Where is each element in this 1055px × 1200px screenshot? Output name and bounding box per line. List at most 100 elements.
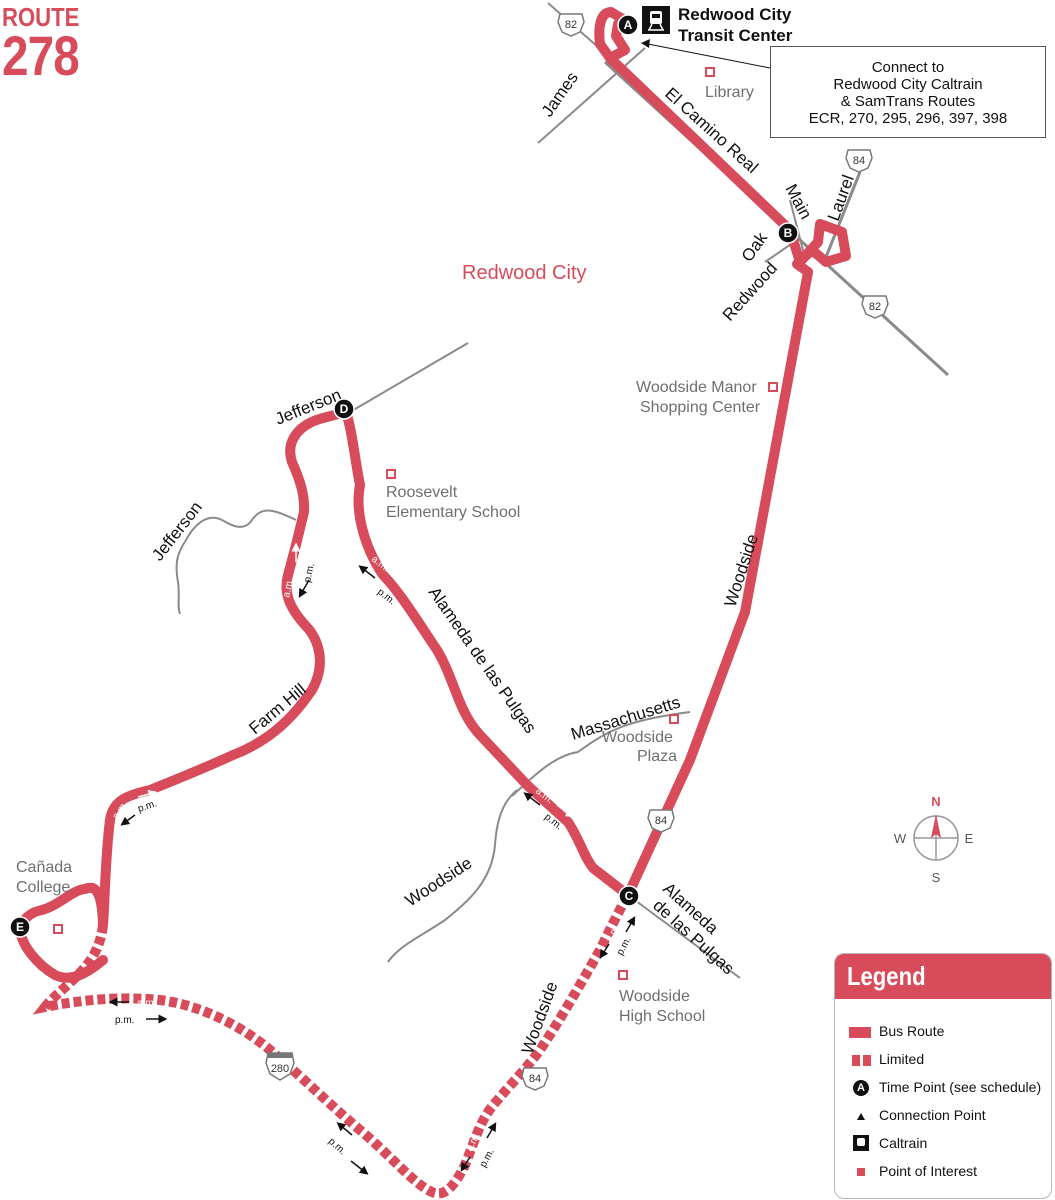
compass-n: N [931, 794, 940, 809]
alameda-south-road [627, 894, 741, 979]
route-alameda [341, 407, 633, 900]
compass-rose: N S E W [894, 794, 974, 885]
compass-s: S [932, 870, 941, 885]
legend-title: Legend [835, 954, 1051, 999]
label-main: Main [781, 181, 815, 222]
massachusetts-road [511, 711, 691, 797]
shields-layer: 82 84 82 84 84 280 [265, 13, 889, 1091]
caltrain-legend-icon [853, 1135, 869, 1151]
svg-text:A: A [624, 18, 633, 32]
canada-poi-icon [53, 924, 63, 934]
library-poi-icon [705, 67, 715, 77]
svg-text:B: B [784, 226, 793, 240]
svg-text:D: D [340, 402, 349, 416]
roosevelt-poi-icon [386, 469, 396, 479]
label-james: James [538, 68, 582, 120]
svg-text:84: 84 [853, 155, 865, 167]
timepoint-d: D [333, 398, 355, 420]
connect-line-2: Redwood City Caltrain [833, 76, 983, 93]
city-label: Redwood City [462, 262, 587, 284]
label-woodside-plaza-1: Woodside [602, 729, 673, 746]
legend-item-bus-route: Bus Route [835, 1020, 1051, 1044]
pm-label-280-west: p.m. [115, 1015, 134, 1026]
label-woodside-plaza-2: Plaza [637, 748, 677, 765]
laurel-hwy84-road [822, 171, 862, 263]
woodside-plaza-poi-icon [669, 714, 679, 724]
label-woodside-lower: Woodside [518, 979, 562, 1056]
label-woodside-manor-1: Woodside Manor [636, 379, 757, 396]
am-label-280-west: a.m. [137, 998, 156, 1009]
svg-text:84: 84 [655, 815, 667, 827]
route-header: ROUTE 278 [2, 4, 93, 84]
label-redwood: Redwood [719, 259, 781, 325]
label-roosevelt-2: Elementary School [386, 504, 520, 521]
route-el-camino [605, 53, 795, 235]
limited-segment [32, 892, 633, 1199]
jefferson-top-road [349, 342, 469, 413]
compass-w: W [894, 831, 907, 846]
connection-point-icon [857, 1113, 865, 1120]
connect-line-1: Connect to [871, 59, 945, 76]
pm-label-woodside-c: p.m. [615, 935, 634, 957]
legend-item-limited: Limited [835, 1048, 1051, 1072]
woodside-manor-poi-icon [768, 382, 778, 392]
pm-label-farmhill: p.m. [302, 562, 317, 583]
timepoints-layer: A B C D E [9, 14, 799, 938]
direction-labels: a.m. p.m. a.m. p.m. a.m. p.m. a.m. p.m. … [108, 542, 636, 1175]
terminal-title-2: Transit Center [678, 26, 793, 45]
streets-layer [175, 2, 950, 979]
compass-e: E [965, 831, 974, 846]
label-woodside-high-2: High School [619, 1008, 705, 1025]
bus-route-swatch [849, 1027, 871, 1038]
svg-text:84: 84 [529, 1073, 541, 1085]
woodside-west-road [387, 789, 518, 963]
timepoint-b: B [777, 222, 799, 244]
hwy82-top-shield: 82 [557, 13, 585, 37]
svg-text:82: 82 [565, 19, 577, 31]
legend-item-time-point: A Time Point (see schedule) [835, 1076, 1051, 1100]
am-label-farmhill: a.m. [281, 577, 296, 598]
caltrain-icon [642, 6, 670, 34]
terminal-title-1: Redwood City [678, 5, 792, 24]
pm-label-280-mid: p.m. [326, 1136, 348, 1157]
label-woodside-manor-2: Shopping Center [640, 399, 761, 416]
label-roosevelt-1: Roosevelt [386, 484, 458, 501]
svg-text:C: C [625, 889, 634, 903]
legend-item-poi: Point of Interest [835, 1160, 1051, 1184]
connection-pointer [641, 39, 771, 69]
time-point-icon: A [853, 1080, 869, 1096]
connection-info-box: Connect to Redwood City Caltrain & SamTr… [770, 46, 1046, 138]
hwy82-right-shield: 82 [861, 295, 889, 319]
street-labels: James El Camino Real Main Laurel Oak Red… [148, 68, 858, 1056]
pm-label-canada: p.m. [137, 798, 159, 814]
point-of-interest-icon [857, 1168, 865, 1176]
jefferson-side-road [175, 509, 297, 615]
label-jefferson-side: Jefferson [148, 498, 206, 565]
svg-text:E: E [16, 920, 24, 934]
svg-text:280: 280 [271, 1063, 289, 1075]
legend-panel: Legend Bus Route Limited A Time Point (s… [834, 953, 1052, 1199]
timepoint-e: E [9, 916, 31, 938]
route-terminal-loop [594, 7, 633, 63]
label-library: Library [705, 84, 754, 101]
route-woodside-road [623, 267, 813, 900]
route-downtown-loop [785, 219, 851, 277]
svg-text:82: 82 [869, 301, 881, 313]
hwy84-mid-shield: 84 [647, 809, 675, 833]
label-canada-1: Cañada [16, 859, 72, 876]
hwy84-low-shield: 84 [521, 1067, 549, 1091]
connect-line-3: & SamTrans Routes [840, 93, 976, 110]
route-word: ROUTE [2, 2, 80, 32]
connect-line-4: ECR, 270, 295, 296, 397, 398 [808, 110, 1008, 127]
poi-layer: Library Woodside Manor Shopping Center R… [16, 67, 778, 1025]
timepoint-c: C [618, 885, 640, 907]
timepoint-a: A [617, 14, 639, 36]
limited-route-layer [32, 892, 633, 1199]
i280-shield: 280 [265, 1052, 295, 1081]
route-number: 278 [2, 24, 80, 87]
hwy84-top-shield: 84 [845, 149, 873, 173]
label-laurel: Laurel [824, 172, 858, 223]
label-woodside-high-1: Woodside [619, 988, 690, 1005]
